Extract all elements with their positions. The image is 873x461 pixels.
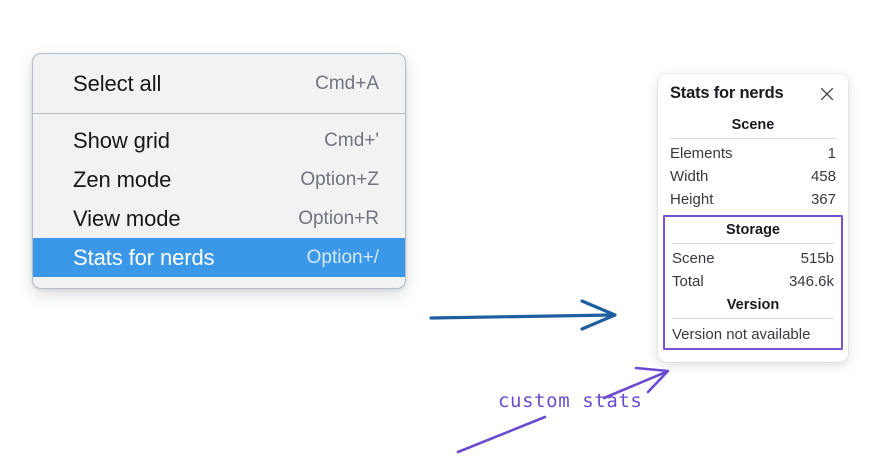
menu-item-stats-for-nerds[interactable]: Stats for nerds Option+/	[33, 238, 405, 277]
stat-value: 367	[810, 191, 836, 208]
menu-item-shortcut: Cmd+'	[324, 129, 379, 151]
scene-section: Scene Elements 1 Width 458 Height 367	[670, 113, 836, 211]
stat-value: 346.6k	[788, 273, 834, 290]
version-heading: Version	[726, 297, 780, 313]
context-menu[interactable]: Select all Cmd+A Show grid Cmd+' Zen mod…	[32, 53, 406, 289]
menu-group-selection: Select all Cmd+A	[33, 54, 405, 113]
stat-value: 1	[827, 145, 836, 162]
scene-divider	[670, 138, 836, 139]
menu-item-label: Stats for nerds	[73, 244, 215, 270]
stat-key: Total	[672, 273, 704, 290]
stat-key: Height	[670, 191, 714, 208]
stat-key: Scene	[672, 250, 715, 267]
stats-panel-title: Stats for nerds	[670, 84, 784, 102]
scene-heading: Scene	[731, 117, 775, 133]
storage-section: Storage Scene 515b Total 346.6k	[672, 218, 834, 293]
menu-group-view: Show grid Cmd+' Zen mode Option+Z View m…	[33, 114, 405, 288]
menu-item-label: Zen mode	[73, 166, 172, 192]
storage-heading: Storage	[726, 222, 780, 238]
stat-key: Width	[670, 168, 709, 185]
stat-row-storage-total: Total 346.6k	[672, 270, 834, 293]
menu-item-select-all[interactable]: Select all Cmd+A	[33, 64, 405, 103]
stat-row-height: Height 367	[670, 188, 836, 211]
purple-underline-annotation	[456, 415, 547, 454]
custom-stats-highlight-box: Storage Scene 515b Total 346.6k Version …	[663, 215, 843, 350]
stats-for-nerds-panel[interactable]: Stats for nerds Scene Elements 1 Width 4…	[658, 74, 848, 362]
menu-item-label: View mode	[73, 205, 181, 231]
stat-row-width: Width 458	[670, 165, 836, 188]
stat-row-elements: Elements 1	[670, 142, 836, 165]
stat-value: 515b	[800, 250, 834, 267]
menu-divider	[33, 113, 405, 114]
custom-stats-handwritten-label: custom stats	[498, 390, 643, 412]
version-note: Version not available	[672, 326, 811, 343]
menu-item-shortcut: Cmd+A	[315, 72, 379, 94]
menu-item-show-grid[interactable]: Show grid Cmd+'	[33, 121, 405, 160]
stat-row-storage-scene: Scene 515b	[672, 247, 834, 270]
menu-item-shortcut: Option+Z	[300, 168, 379, 190]
stat-key: Elements	[670, 145, 733, 162]
version-divider	[672, 318, 834, 319]
version-section: Version Version not available	[672, 293, 834, 344]
menu-item-label: Select all	[73, 70, 162, 96]
close-icon[interactable]	[818, 85, 836, 103]
blue-arrow-annotation	[429, 299, 617, 331]
menu-item-view-mode[interactable]: View mode Option+R	[33, 199, 405, 238]
menu-item-label: Show grid	[73, 127, 170, 153]
storage-divider	[672, 243, 834, 244]
menu-item-zen-mode[interactable]: Zen mode Option+Z	[33, 160, 405, 199]
stats-panel-header: Stats for nerds	[670, 84, 836, 103]
menu-item-shortcut: Option+/	[306, 246, 379, 268]
menu-item-shortcut: Option+R	[298, 207, 379, 229]
stat-value: 458	[810, 168, 836, 185]
